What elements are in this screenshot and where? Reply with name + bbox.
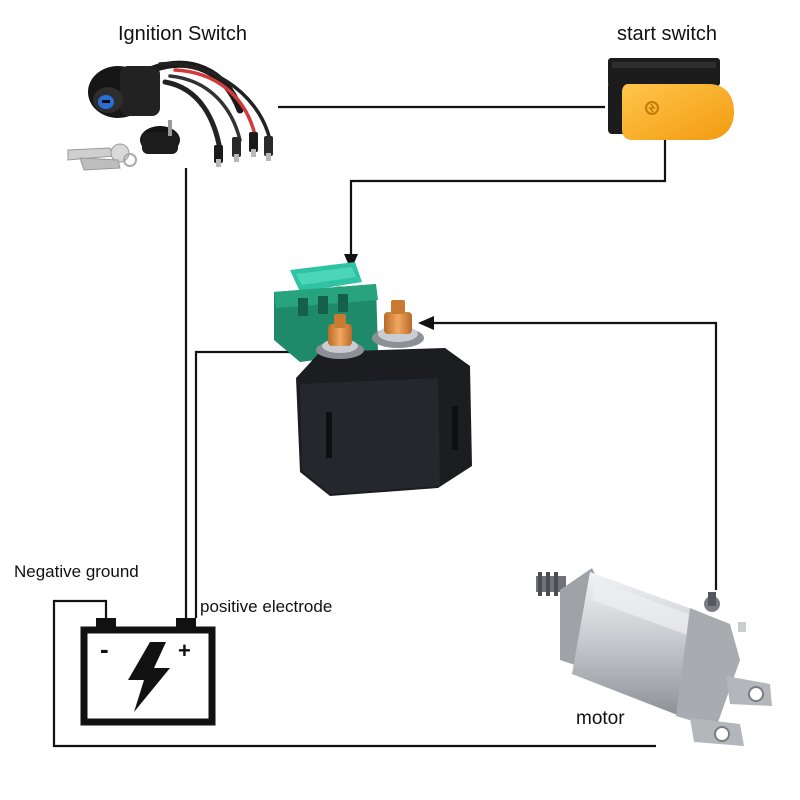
- wire-motor-to-relay: [430, 321, 718, 590]
- key-icon: [67, 143, 137, 171]
- arrow-head-icon: [344, 254, 358, 270]
- label-ignition-switch: Ignition Switch: [118, 23, 247, 45]
- start-switch-icon: [608, 58, 734, 140]
- label-motor: motor: [576, 708, 625, 729]
- label-start-switch: start switch: [617, 23, 717, 45]
- arrow-head-icon: [418, 316, 434, 330]
- wires: [52, 105, 718, 748]
- wire-start-to-relay: [349, 140, 667, 258]
- label-positive-electrode: positive electrode: [200, 597, 332, 616]
- wire-battery-to-relay: [194, 350, 308, 618]
- battery-plus-sign: +: [178, 638, 191, 663]
- wire-ground-loop: [52, 599, 656, 748]
- label-negative-ground: Negative ground: [14, 562, 139, 581]
- battery-icon: - +: [80, 618, 216, 726]
- battery-minus-sign: -: [100, 634, 109, 664]
- lightning-bolt-icon: [128, 642, 170, 712]
- relay-icon: [274, 262, 472, 496]
- ignition-switch-icon: [67, 60, 273, 171]
- starter-motor-icon: [536, 568, 772, 746]
